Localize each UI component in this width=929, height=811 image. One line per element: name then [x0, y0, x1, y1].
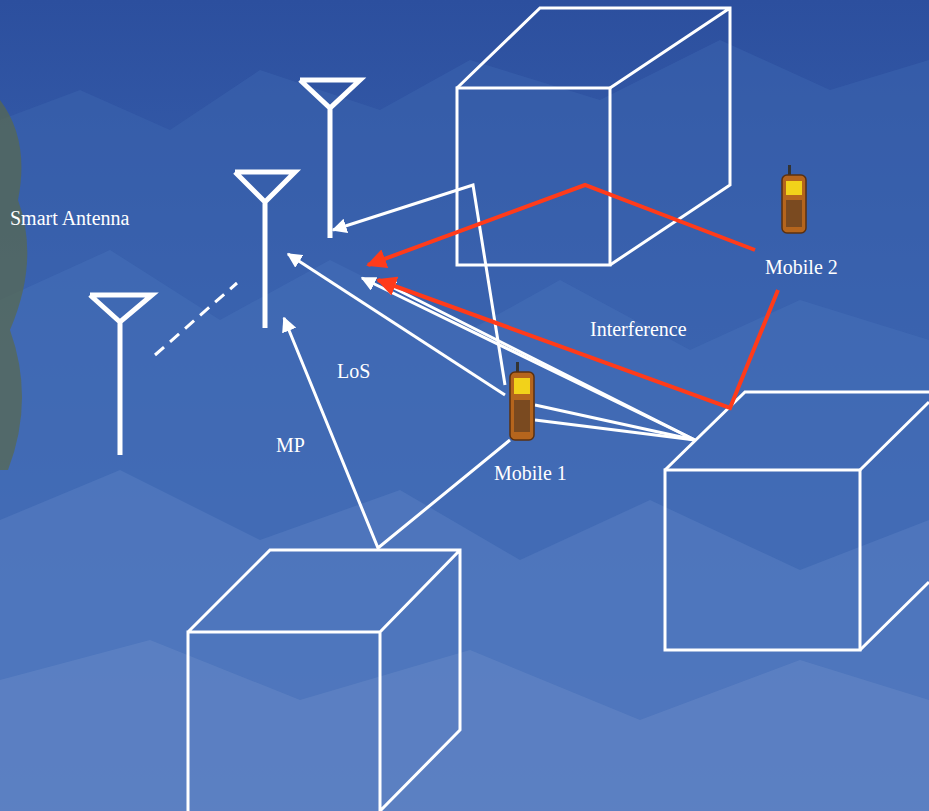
- mobile-label: Mobile 2: [765, 255, 838, 279]
- path-label: MP: [276, 433, 305, 457]
- building-cubes: [188, 8, 929, 811]
- mobile-phone-icons: [510, 165, 806, 440]
- signal-paths: [284, 185, 695, 548]
- array-dashed-line: [155, 283, 237, 355]
- interference-paths: [368, 185, 778, 408]
- interference-label: Interference: [590, 317, 687, 341]
- antenna-symbols: [90, 80, 360, 455]
- path-label: LoS: [337, 359, 370, 383]
- mobile-label: Mobile 1: [494, 461, 567, 485]
- antenna-label: Smart Antenna: [10, 206, 129, 230]
- mountain-background: [0, 40, 929, 811]
